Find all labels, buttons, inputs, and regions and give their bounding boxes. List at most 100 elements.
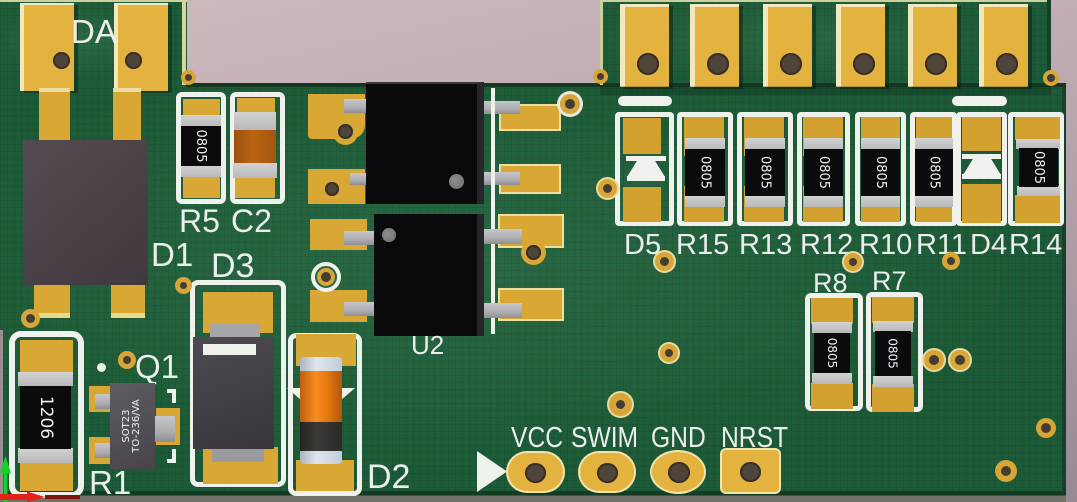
component-r8-cap-bottom <box>812 373 852 384</box>
component-r10-body[interactable]: 0805 <box>861 149 900 196</box>
component-r13-body[interactable]: 0805 <box>745 149 785 196</box>
axis-indicator <box>0 456 80 502</box>
via-hole <box>26 314 35 323</box>
component-u3-pin1-dot <box>449 174 464 189</box>
pad-da-2[interactable] <box>114 3 168 91</box>
component-d3-body[interactable] <box>193 337 274 449</box>
via-12 <box>181 70 196 85</box>
pad-r14-bottom <box>1015 195 1060 223</box>
component-r10-cap-top <box>861 138 900 150</box>
via-q1 <box>118 351 136 369</box>
component-r5-body[interactable]: 0805 <box>181 126 221 166</box>
pad-gnd[interactable] <box>652 452 704 492</box>
board-edge-left-sliver <box>0 330 3 495</box>
pin-hole <box>525 463 546 483</box>
via-14 <box>1043 70 1059 86</box>
lead-u3-left-1 <box>344 99 370 113</box>
lead-u3-left-2 <box>350 173 368 185</box>
component-r15-body[interactable]: 0805 <box>685 149 725 196</box>
board-shadow-under-right-tab <box>600 86 1051 95</box>
board-side-face <box>0 495 1066 502</box>
component-r12-body[interactable]: 0805 <box>804 149 843 196</box>
label-d1: D1 <box>151 236 194 273</box>
via-hole <box>597 73 604 80</box>
marking-r10: 0805 <box>873 155 888 190</box>
component-r13-cap-bottom <box>745 195 785 207</box>
component-d2-band <box>300 422 342 451</box>
via-10 <box>1036 418 1056 438</box>
pad-conn-5[interactable] <box>908 4 957 87</box>
silk-d5-triangle <box>627 161 665 177</box>
silk-outline-c2 <box>230 92 285 204</box>
label-r1: R1 <box>89 464 132 501</box>
component-r14-body[interactable]: 0805 <box>1019 148 1058 187</box>
marking-r12: 0805 <box>816 155 831 190</box>
pin-hole <box>780 53 802 75</box>
board-tab-right[interactable] <box>600 0 1051 86</box>
pin-hole <box>53 52 70 69</box>
pad-conn-6[interactable] <box>979 4 1028 87</box>
component-r1-body[interactable]: 1206 <box>20 386 71 449</box>
component-r1-cap-top <box>18 372 73 386</box>
label-r5: R5 <box>179 203 220 239</box>
pad-da-1[interactable] <box>20 3 74 91</box>
pad-d1-left-bottom <box>34 285 70 318</box>
component-r8-body[interactable]: 0805 <box>814 333 850 373</box>
component-r1-cap-bottom <box>18 448 73 463</box>
via-hole <box>180 282 187 289</box>
silk-d4-triangle <box>963 159 1001 175</box>
via-9 <box>950 350 970 370</box>
component-r14-cap-top <box>1016 139 1060 149</box>
component-r15-cap-bottom <box>685 195 725 207</box>
pad-conn-3[interactable] <box>763 4 812 87</box>
pin-hole <box>996 53 1018 75</box>
component-r5-cap-bottom <box>181 165 221 177</box>
pad-r7-bottom <box>872 384 914 412</box>
component-d2-body[interactable] <box>300 371 342 422</box>
pin-hole <box>853 53 875 75</box>
component-r7-cap-top <box>873 321 913 332</box>
component-r11-body[interactable]: 0805 <box>915 149 953 196</box>
component-c2-body[interactable] <box>234 130 276 163</box>
silk-outline-r13 <box>737 112 793 226</box>
via-hole <box>1001 466 1011 476</box>
via-11 <box>995 460 1017 482</box>
pin-hole <box>668 462 690 483</box>
marking-r13: 0805 <box>757 155 773 190</box>
marking-r15: 0805 <box>697 155 713 190</box>
via-hole <box>660 257 669 266</box>
silk-outline-d5 <box>615 112 674 226</box>
component-r8-cap-top <box>812 322 852 333</box>
pad-r8-top <box>811 298 853 324</box>
via-r1 <box>21 309 40 328</box>
pad-conn-2[interactable] <box>690 4 739 87</box>
pad-r1-top <box>20 340 73 374</box>
component-r7-body[interactable]: 0805 <box>875 331 911 376</box>
via-swim <box>609 393 632 416</box>
silk-d5-bar-top <box>626 156 666 161</box>
component-u3-body[interactable] <box>366 82 484 204</box>
component-d1-body[interactable] <box>23 140 148 285</box>
pad-conn-1[interactable] <box>620 4 669 87</box>
via-8 <box>924 350 944 370</box>
y-axis-shaft <box>3 472 8 502</box>
lead-u3-right-1 <box>483 101 520 114</box>
silk-d4-bar-top <box>962 154 1001 159</box>
pad-conn-4[interactable] <box>836 4 885 87</box>
pad-vcc[interactable] <box>508 453 563 491</box>
pad-swim[interactable] <box>580 453 634 491</box>
hole-u3-left-2 <box>325 182 339 196</box>
lead-q1-left-1 <box>95 394 112 409</box>
pin-hole <box>125 52 142 69</box>
component-u2-body[interactable] <box>374 214 484 336</box>
silk-outline-r12 <box>797 112 850 226</box>
x-axis-tail <box>45 495 80 499</box>
pad-nrst[interactable] <box>722 450 779 492</box>
silk-d5-bar-bottom <box>627 176 665 181</box>
label-vcc: VCC <box>511 422 564 454</box>
pad-d2-bottom <box>296 460 354 491</box>
via-13 <box>593 69 608 84</box>
component-r13-cap-top <box>745 138 785 150</box>
